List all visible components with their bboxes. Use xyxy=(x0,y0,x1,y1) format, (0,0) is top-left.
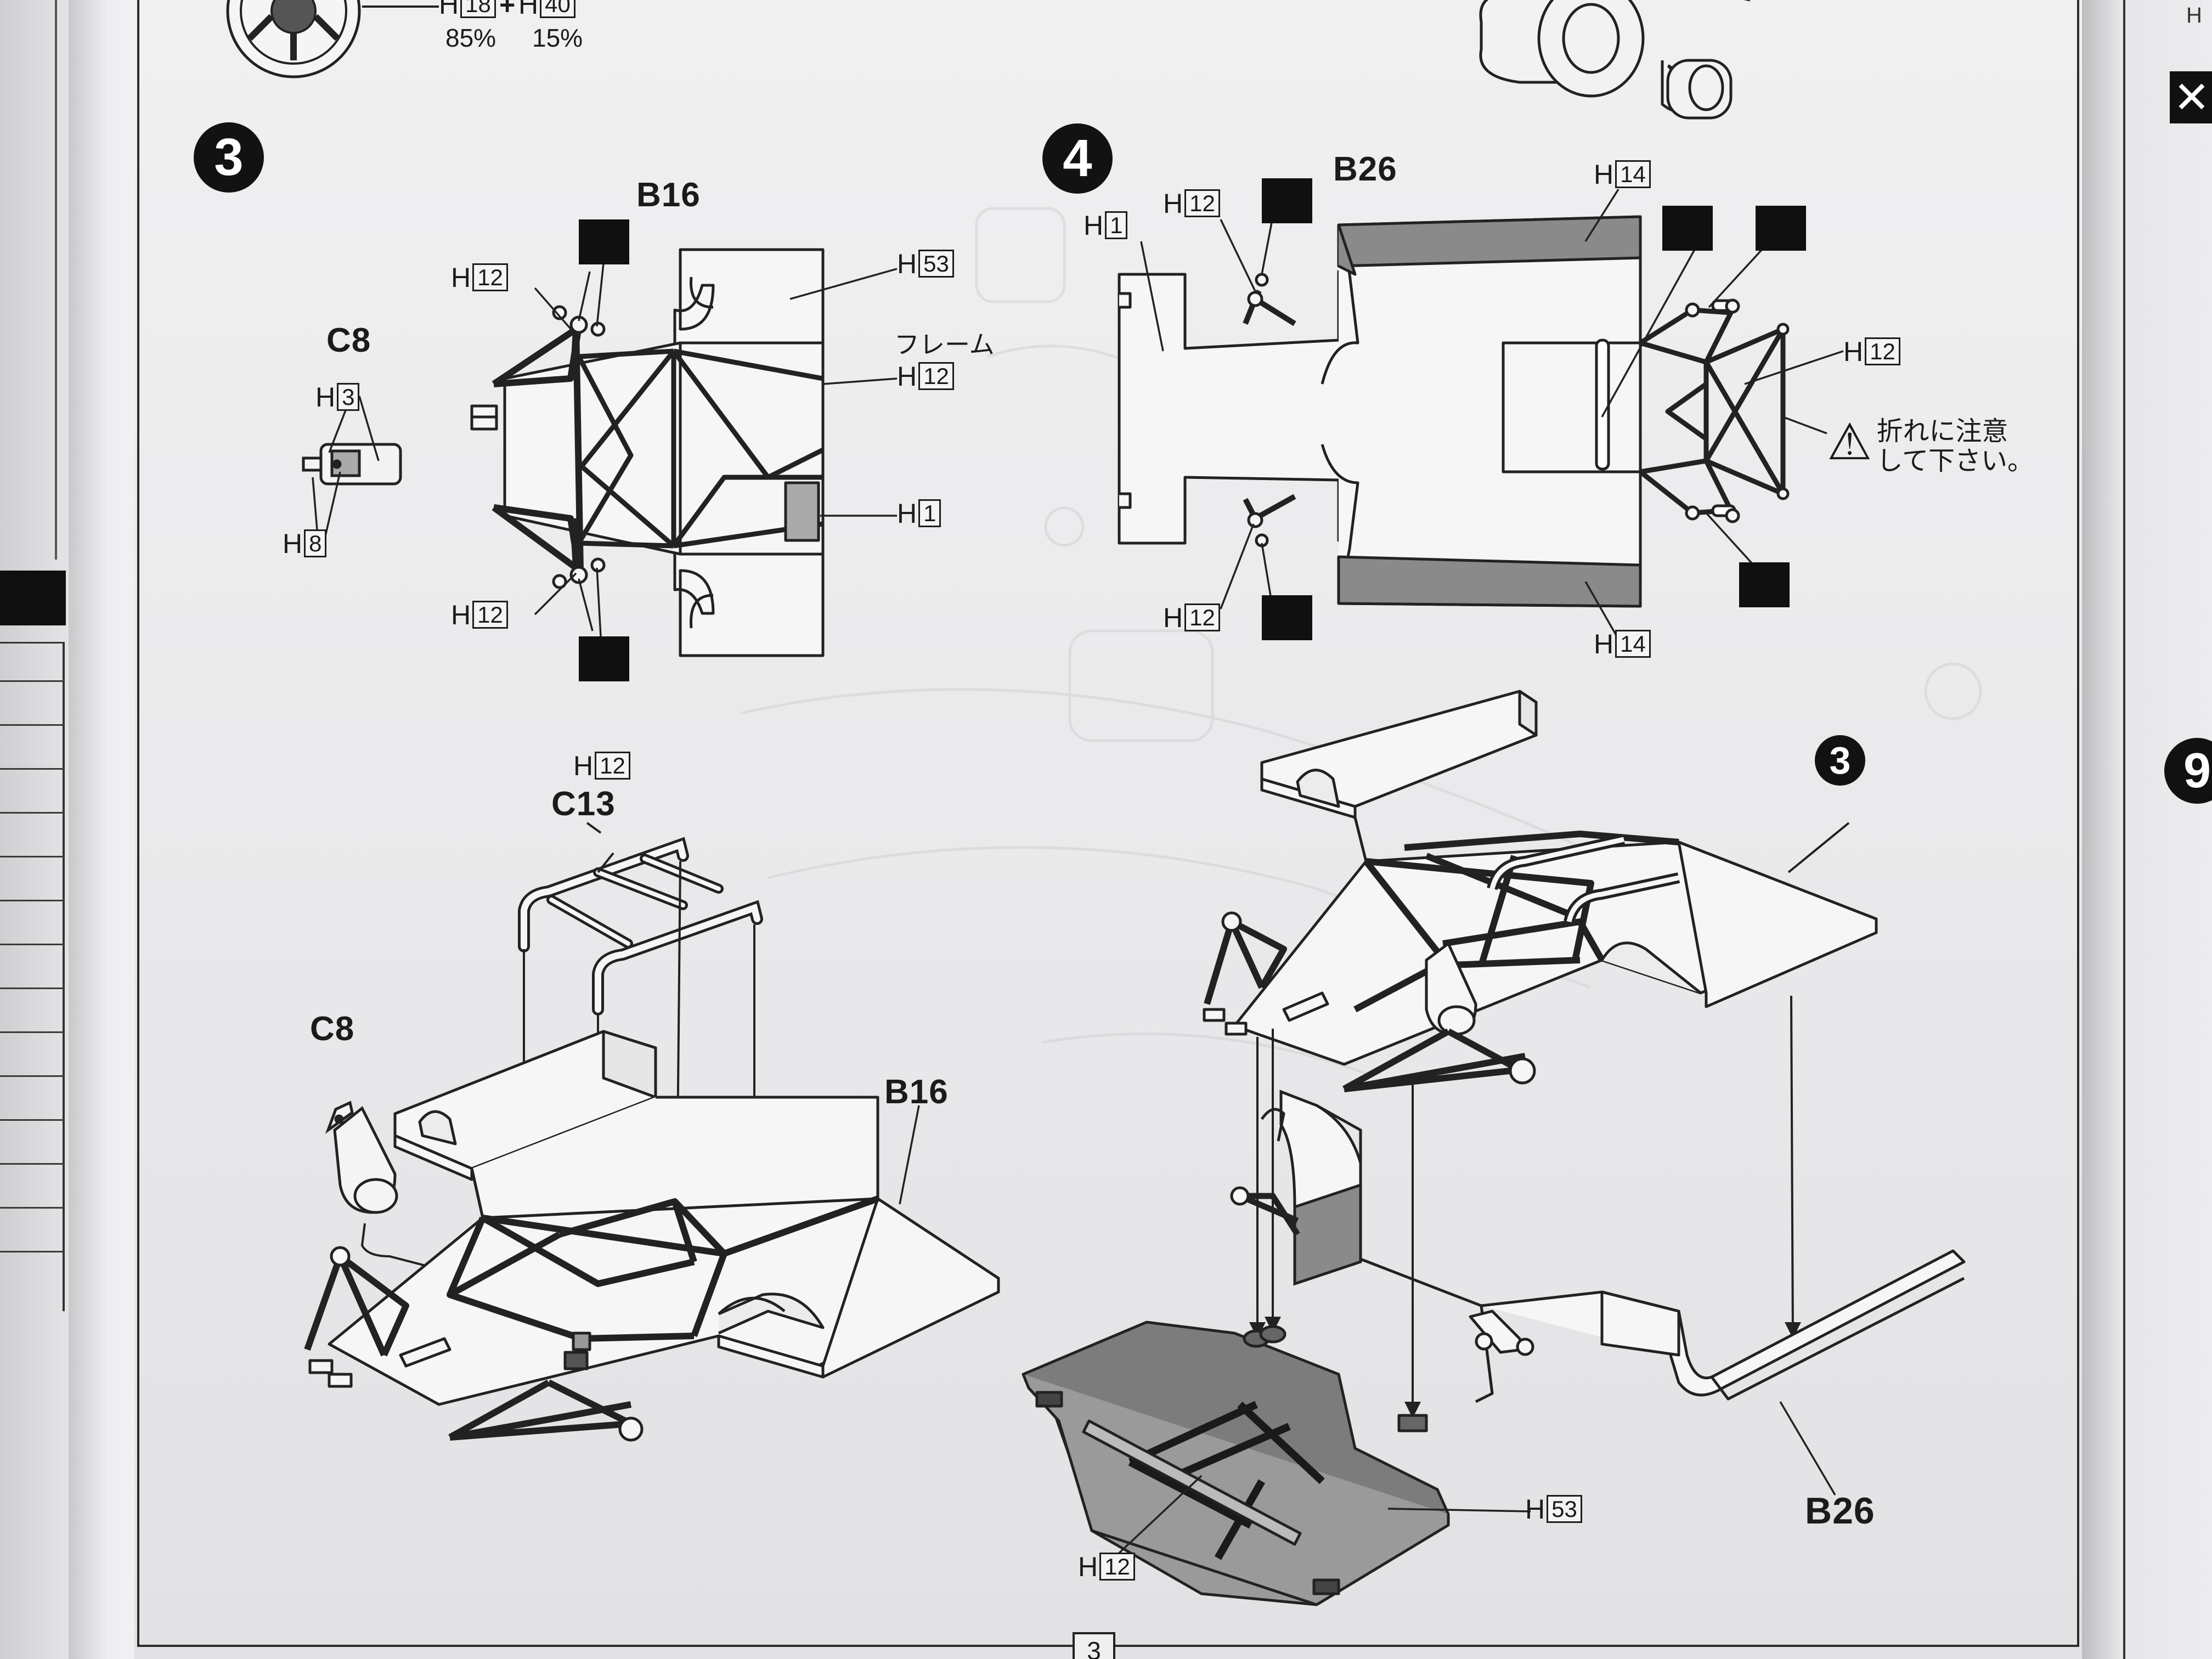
page-number: 3 xyxy=(1073,1632,1115,1659)
table-rule xyxy=(0,988,65,989)
table-rule xyxy=(0,900,65,901)
table-rule xyxy=(0,1163,65,1165)
warning-note: ⚠ 折れに注意 して下さい。 xyxy=(1827,417,2034,476)
bulkhead-part xyxy=(1230,1090,1362,1286)
ratio-h40: 15% xyxy=(532,24,583,52)
label-b26-step4: B26 xyxy=(1333,150,1397,188)
right-page-mark: ✕ xyxy=(2170,71,2212,123)
page-gutter xyxy=(69,0,134,1659)
hub-artwork xyxy=(1479,0,1750,120)
ratio-h18: 85% xyxy=(445,24,496,52)
table-rule xyxy=(0,724,65,726)
b16-chassis-iso xyxy=(304,1030,1000,1442)
table-rule xyxy=(0,944,65,945)
warning-triangle-icon: ⚠ xyxy=(1827,414,1872,470)
table-rule xyxy=(0,1207,65,1209)
left-page-black-bar xyxy=(0,571,66,625)
warning-line-2: して下さい。 xyxy=(1876,446,2034,476)
label-c8-assembly: C8 xyxy=(310,1010,355,1048)
b26-chassis-top xyxy=(1118,215,1790,608)
glue-icon xyxy=(1662,206,1713,251)
warning-line-1: 折れに注意 xyxy=(1876,417,2008,446)
table-rule xyxy=(0,1075,65,1077)
c8-part xyxy=(302,443,402,486)
table-rule xyxy=(0,680,65,682)
table-rule xyxy=(0,768,65,770)
show-through-artwork xyxy=(740,207,1982,1077)
b16-sub-assembly xyxy=(1203,690,1878,1092)
step-3-number: 3 xyxy=(194,122,264,193)
b16-chassis-top xyxy=(470,248,825,657)
plus-sign: + xyxy=(499,0,516,20)
right-page-border xyxy=(2123,0,2125,1659)
label-c13: C13 xyxy=(551,785,616,823)
glue-icon xyxy=(579,636,629,681)
c13-rollbar xyxy=(518,837,763,1015)
glue-icon xyxy=(1756,206,1806,251)
step-4-number: 4 xyxy=(1042,123,1113,194)
glue-icon xyxy=(579,219,629,264)
right-page-edge xyxy=(2082,0,2212,1659)
table-rule xyxy=(0,1031,65,1033)
left-page-table xyxy=(0,642,65,1311)
right-page-step-number: 9 xyxy=(2164,738,2212,804)
b26-floor-iso xyxy=(1022,1249,1966,1606)
table-rule xyxy=(0,1119,65,1121)
label-b16-assembly: B16 xyxy=(884,1073,949,1111)
left-page-border xyxy=(55,0,57,560)
label-b16-step3: B16 xyxy=(636,176,701,214)
glue-icon xyxy=(1262,178,1312,223)
table-rule xyxy=(0,856,65,857)
wheel-artwork xyxy=(226,0,361,78)
label-frame: フレーム xyxy=(894,330,995,359)
glue-icon xyxy=(1739,562,1790,607)
right-page-callout: H xyxy=(2186,3,2202,27)
label-c8-step3: C8 xyxy=(326,321,371,359)
c8-part-iso xyxy=(325,1101,398,1214)
step-3-reference: 3 xyxy=(1815,735,1865,786)
table-rule xyxy=(0,812,65,814)
table-rule xyxy=(0,1251,65,1252)
glue-icon xyxy=(1262,595,1312,640)
label-b26-assembly: B26 xyxy=(1805,1490,1875,1532)
